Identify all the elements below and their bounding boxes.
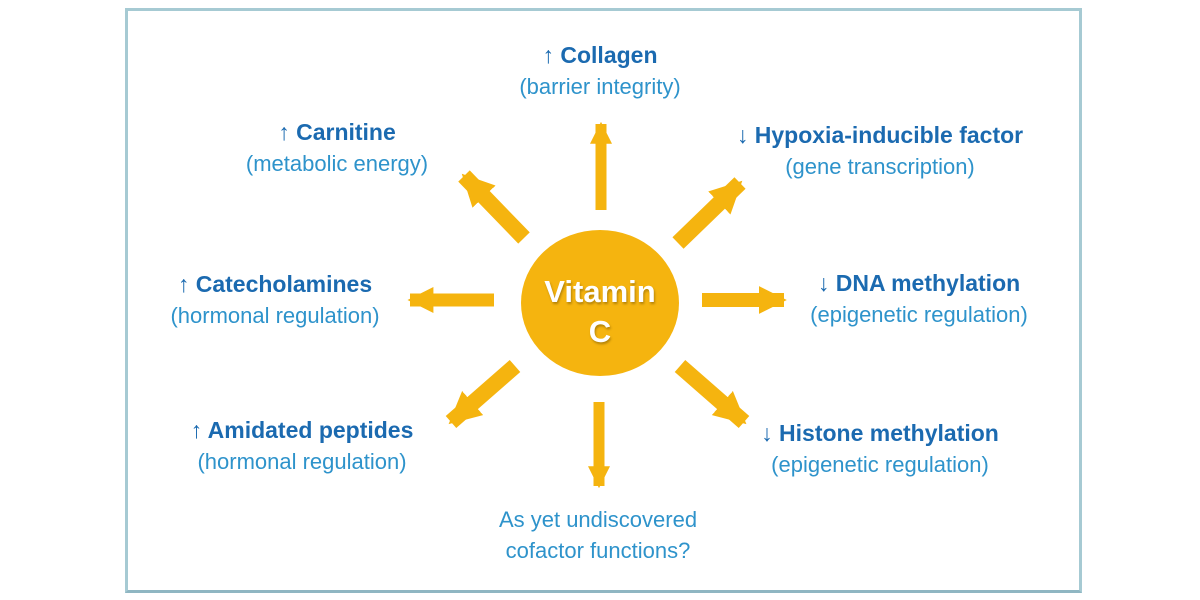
node-histone-subtitle: (epigenetic regulation) [771, 452, 989, 477]
center-label-line2: C [588, 314, 612, 349]
node-carnitine-title: ↑ Carnitine [278, 119, 396, 145]
vitamin-c-node: Vitamin C [521, 230, 679, 376]
node-catecholamines: ↑ Catecholamines (hormonal regulation) [170, 269, 379, 331]
node-dna-title: ↓ DNA methylation [817, 270, 1021, 296]
node-carnitine-subtitle: (metabolic energy) [245, 151, 429, 176]
node-catecholamines-title: ↑ Catecholamines [177, 271, 373, 297]
node-collagen-subtitle: (barrier integrity) [519, 74, 681, 99]
node-undiscovered-line2: cofactor functions? [505, 538, 691, 563]
node-histone-methylation: ↓ Histone methylation (epigenetic regula… [761, 418, 999, 480]
node-dna-subtitle: (epigenetic regulation) [810, 302, 1028, 327]
arrow-down-left-icon [445, 359, 521, 429]
node-undiscovered-line1: As yet undiscovered [498, 507, 698, 532]
arrow-down-right-icon [674, 359, 750, 429]
node-amidated-subtitle: (hormonal regulation) [197, 449, 407, 474]
node-collagen: ↑ Collagen (barrier integrity) [519, 40, 680, 102]
node-amidated-title: ↑ Amidated peptides [190, 417, 414, 443]
arrow-up-right-icon [672, 177, 746, 249]
node-catecholamines-subtitle: (hormonal regulation) [170, 303, 380, 328]
node-hypoxia-subtitle: (gene transcription) [785, 154, 975, 179]
node-undiscovered: As yet undiscovered cofactor functions? [499, 504, 697, 566]
node-amidated-peptides: ↑ Amidated peptides (hormonal regulation… [191, 415, 414, 477]
node-hypoxia-title: ↓ Hypoxia-inducible factor [736, 122, 1024, 148]
node-hypoxia-factor: ↓ Hypoxia-inducible factor (gene transcr… [737, 120, 1023, 182]
node-dna-methylation: ↓ DNA methylation (epigenetic regulation… [810, 268, 1028, 330]
node-histone-title: ↓ Histone methylation [761, 420, 999, 446]
node-collagen-title: ↑ Collagen [542, 42, 658, 68]
arrow-up-left-icon [458, 170, 530, 244]
node-carnitine: ↑ Carnitine (metabolic energy) [246, 117, 428, 179]
center-label-line1: Vitamin [544, 274, 656, 309]
